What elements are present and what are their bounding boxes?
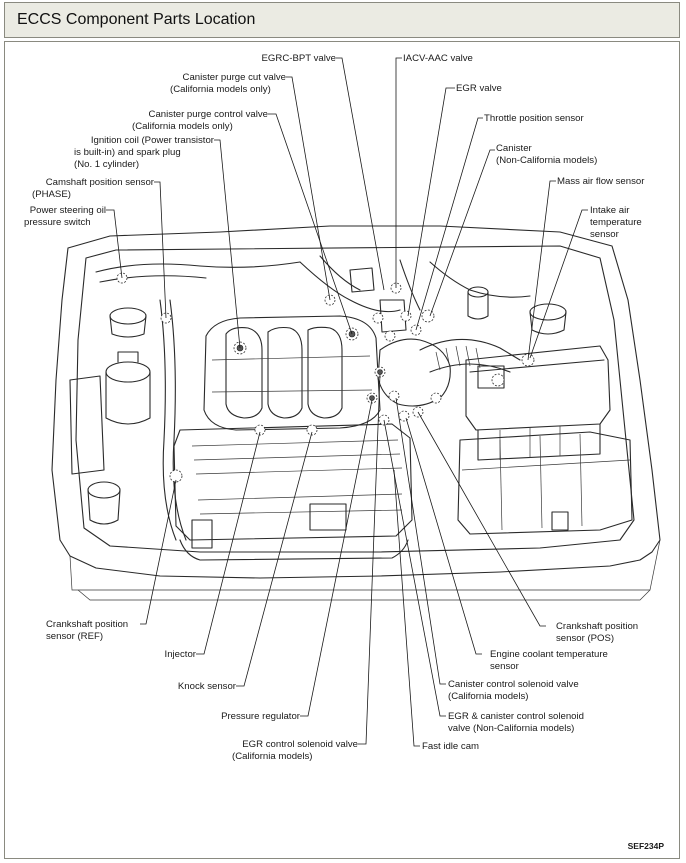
label-canister-control-solenoid: Canister control solenoid valve xyxy=(448,679,579,690)
label-knock-sensor: Knock sensor xyxy=(178,681,237,692)
label-pressure-regulator: Pressure regulator xyxy=(221,711,301,722)
label-egr-control-solenoid: EGR control solenoid valve xyxy=(242,739,358,750)
label-ignition-coil-line2: is built-in) and spark plug xyxy=(74,147,181,158)
page-title: ECCS Component Parts Location xyxy=(17,11,256,28)
label-canister-purge-control-valve-note: (California models only) xyxy=(132,121,233,132)
figure-code: SEF234P xyxy=(628,841,665,851)
label-iacv-aac-valve: IACV-AAC valve xyxy=(403,53,473,64)
label-fast-idle-cam: Fast idle cam xyxy=(422,741,479,752)
label-intake-air-temperature: temperature xyxy=(590,217,642,228)
engine-bay-illustration xyxy=(51,225,661,601)
label-canister: Canister xyxy=(496,143,533,154)
label-crankshaft-pos-line2: sensor (POS) xyxy=(556,633,614,644)
label-pressure-switch: pressure switch xyxy=(24,217,91,228)
leader-lines xyxy=(106,57,588,747)
label-egr-control-solenoid-note: (California models) xyxy=(232,751,313,762)
label-canister-purge-control-valve: Canister purge control valve xyxy=(149,109,268,120)
label-egr-canister-solenoid-note: valve (Non-California models) xyxy=(448,723,574,734)
diagram-labels: EGRC-BPT valve IACV-AAC valve Canister p… xyxy=(24,53,664,851)
label-egrc-bpt-valve: EGRC-BPT valve xyxy=(262,53,336,64)
label-ignition-coil-line3: (No. 1 cylinder) xyxy=(74,159,139,170)
label-canister-note: (Non-California models) xyxy=(496,155,597,166)
label-power-steering-oil: Power steering oil xyxy=(30,205,106,216)
label-crankshaft-ref-line2: sensor (REF) xyxy=(46,631,103,642)
label-crankshaft-pos: Crankshaft position xyxy=(556,621,638,632)
label-ignition-coil: Ignition coil (Power transistor xyxy=(91,135,215,146)
label-canister-purge-cut-valve-note: (California models only) xyxy=(170,84,271,95)
label-camshaft-phase: (PHASE) xyxy=(32,189,71,200)
label-intake-air: Intake air xyxy=(590,205,630,216)
label-mass-air-flow-sensor: Mass air flow sensor xyxy=(557,176,645,187)
label-crankshaft-ref: Crankshaft position xyxy=(46,619,128,630)
label-intake-air-sensor: sensor xyxy=(590,229,620,240)
label-egr-canister-solenoid: EGR & canister control solenoid xyxy=(448,711,584,722)
label-camshaft-position-sensor: Camshaft position sensor xyxy=(46,177,155,188)
diagram-frame xyxy=(4,41,680,859)
label-injector: Injector xyxy=(165,649,197,660)
label-engine-coolant: Engine coolant temperature xyxy=(490,649,608,660)
label-canister-control-solenoid-note: (California models) xyxy=(448,691,529,702)
label-engine-coolant-line2: sensor xyxy=(490,661,520,672)
label-canister-purge-cut-valve: Canister purge cut valve xyxy=(183,72,286,83)
title-bar: ECCS Component Parts Location xyxy=(4,2,680,38)
label-egr-valve: EGR valve xyxy=(456,83,502,94)
label-throttle-position-sensor: Throttle position sensor xyxy=(484,113,585,124)
